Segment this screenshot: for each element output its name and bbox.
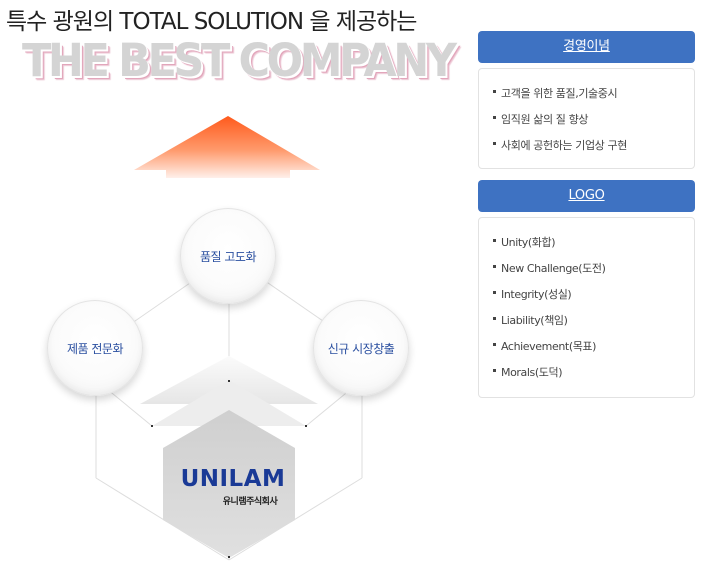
wing-layer-front — [152, 380, 306, 426]
center-hexagon — [163, 410, 295, 558]
bullet-icon — [493, 342, 496, 346]
node-market-label: 신규 시장창출 — [327, 341, 395, 356]
panel-logo-box: Unity(화합) New Challenge(도전) Integrity(성실… — [478, 217, 695, 398]
strategy-diagram — [95, 116, 363, 561]
bullet-icon — [493, 89, 496, 93]
bullet-icon — [493, 290, 496, 294]
bullet-icon — [493, 238, 496, 242]
list-item: 고객을 위한 품질,기술중시 — [493, 81, 694, 107]
list-item-label: 고객을 위한 품질,기술중시 — [501, 87, 618, 100]
list-item: 사회에 공헌하는 기업상 구현 — [493, 133, 694, 159]
node-product: 제품 전문화 — [47, 300, 143, 396]
up-arrow-icon — [134, 116, 320, 178]
list-item: Liability(책임) — [493, 308, 694, 334]
list-item-label: New Challenge(도전) — [501, 262, 606, 275]
list-item: Integrity(성실) — [493, 282, 694, 308]
list-item-label: 임직원 삶의 질 향상 — [501, 113, 589, 126]
logo-word: UNILAM — [180, 466, 286, 492]
bullet-icon — [493, 264, 496, 268]
big-title: THE BEST COMPANY — [22, 34, 457, 88]
node-product-label: 제품 전문화 — [66, 341, 124, 356]
node-quality: 품질 고도화 — [180, 208, 276, 304]
panel-philosophy-box: 고객을 위한 품질,기술중시 임직원 삶의 질 향상 사회에 공헌하는 기업상 … — [478, 68, 695, 169]
list-item-label: 사회에 공헌하는 기업상 구현 — [501, 139, 627, 152]
list-item: New Challenge(도전) — [493, 256, 694, 282]
list-item-label: Unity(화합) — [501, 236, 556, 249]
panel-logo-header[interactable]: LOGO — [478, 180, 695, 212]
list-item: Achievement(목표) — [493, 334, 694, 360]
list-item-label: Achievement(목표) — [501, 340, 597, 353]
bullet-icon — [493, 141, 496, 145]
unilam-logo: UNILAM 유니램주식회사 — [178, 466, 288, 508]
list-item: Morals(도덕) — [493, 360, 694, 386]
list-item-label: Liability(책임) — [501, 314, 568, 327]
bullet-icon — [493, 316, 496, 320]
node-market: 신규 시장창출 — [313, 300, 409, 396]
bullet-icon — [493, 115, 496, 119]
list-item: Unity(화합) — [493, 230, 694, 256]
page-headline: 특수 광원의 TOTAL SOLUTION 을 제공하는 — [6, 9, 417, 35]
list-item-label: Morals(도덕) — [501, 366, 563, 379]
list-item: 임직원 삶의 질 향상 — [493, 107, 694, 133]
node-quality-label: 품질 고도화 — [199, 249, 257, 264]
logo-company-name: 유니램주식회사 — [222, 497, 278, 507]
bullet-icon — [493, 368, 496, 372]
list-item-label: Integrity(성실) — [501, 288, 572, 301]
panel-philosophy-header[interactable]: 경영이념 — [478, 31, 695, 63]
